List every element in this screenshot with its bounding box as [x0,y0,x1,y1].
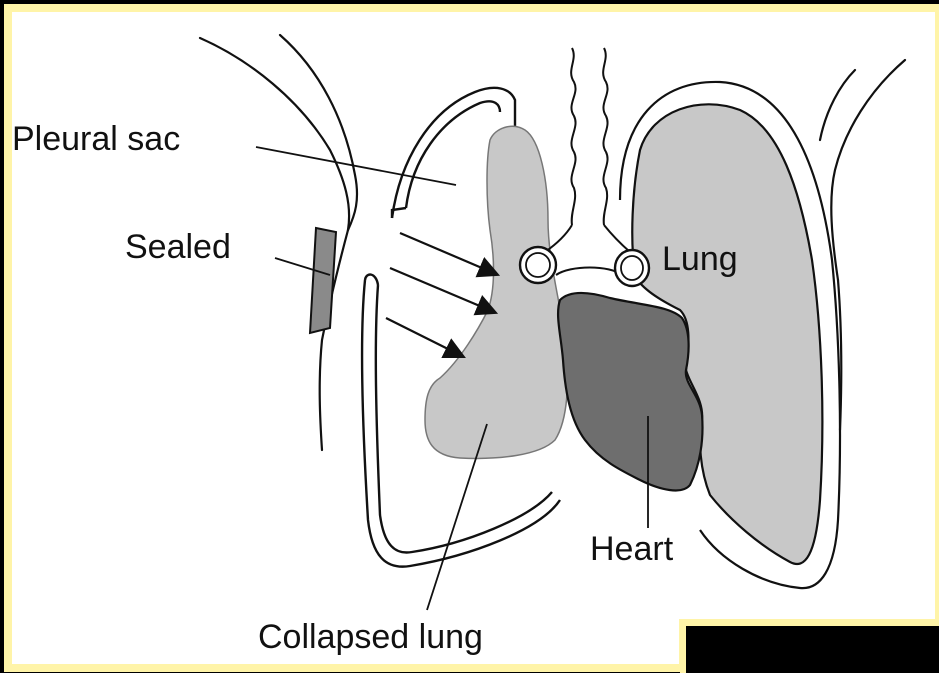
lower-right-panel [683,623,939,673]
right-bronchus-inner [621,256,643,280]
label-sealed: Sealed [125,228,231,266]
label-heart: Heart [590,530,674,568]
label-pleural-sac: Pleural sac [12,120,180,158]
label-lung: Lung [662,240,738,278]
left-bronchus-inner [526,253,550,277]
label-collapsed-lung: Collapsed lung [258,618,483,656]
